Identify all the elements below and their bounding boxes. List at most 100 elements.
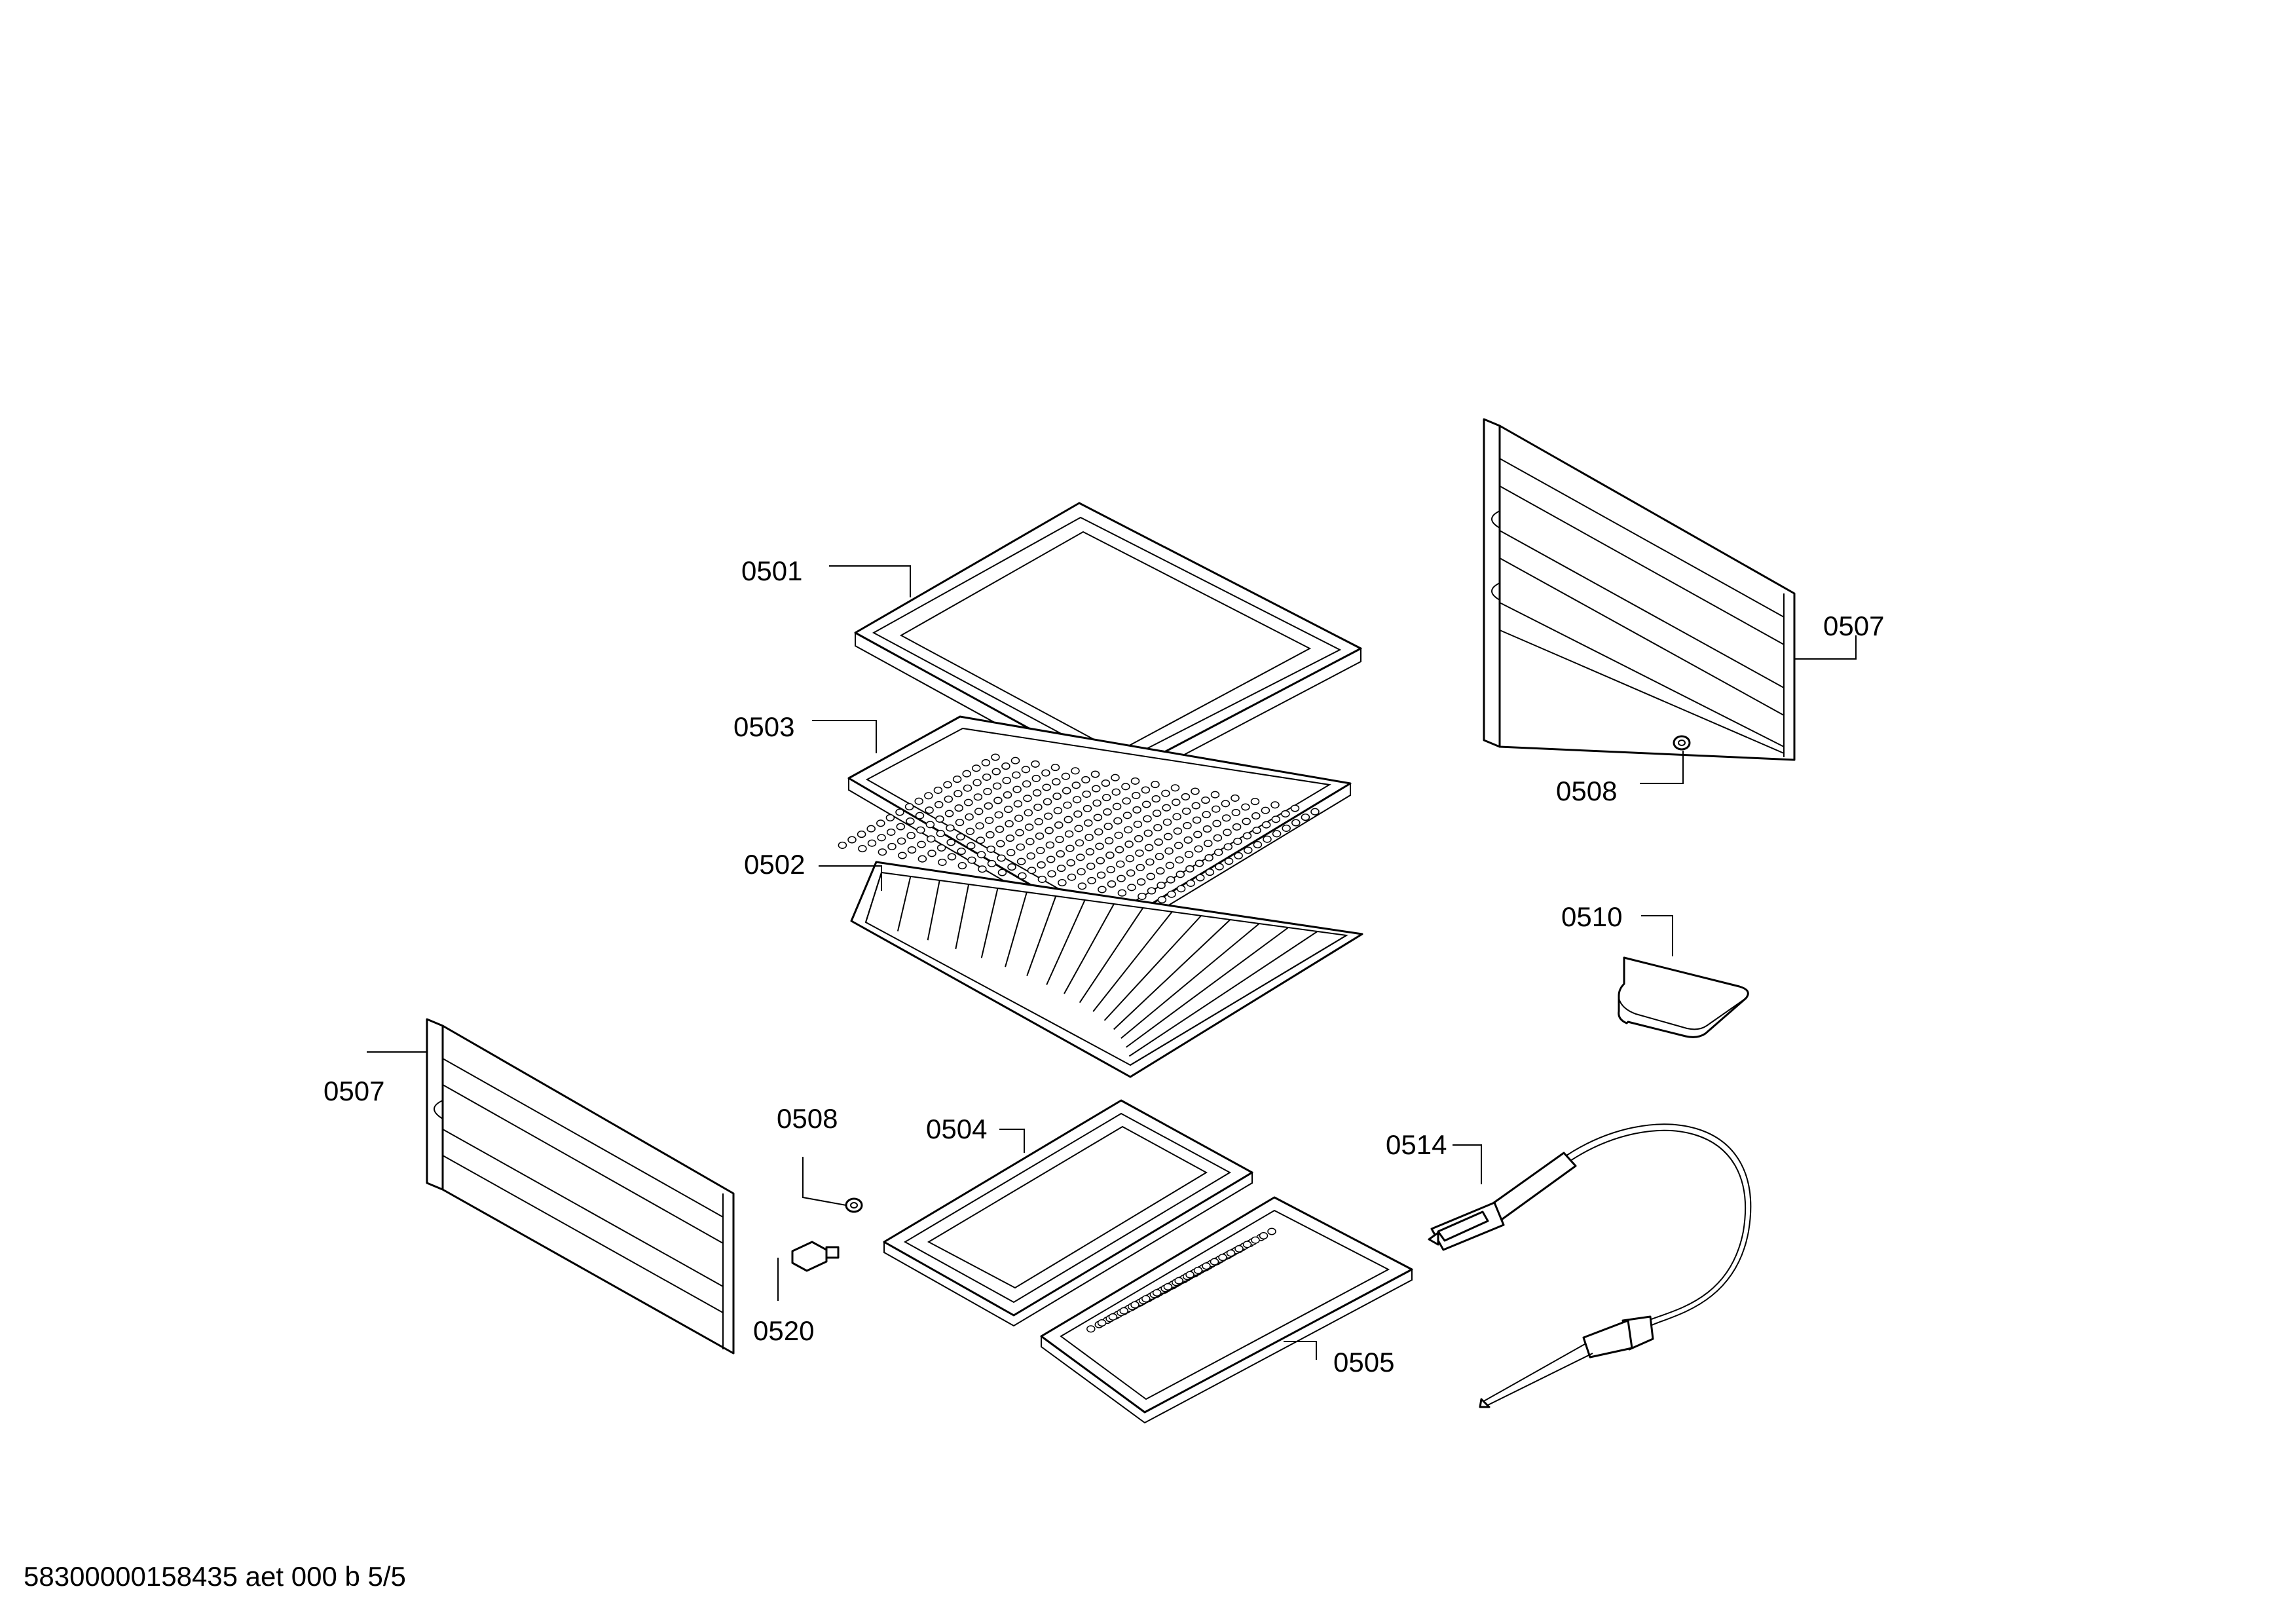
- hole: [964, 798, 973, 806]
- hole: [1221, 814, 1231, 822]
- hole: [1037, 875, 1047, 883]
- hole: [1065, 844, 1075, 852]
- hole: [1261, 821, 1271, 829]
- hole: [1234, 852, 1243, 859]
- hole: [1205, 869, 1215, 876]
- hole: [1172, 798, 1181, 806]
- bolt-part: [791, 1241, 840, 1272]
- hole: [1092, 785, 1101, 793]
- hole: [1126, 869, 1136, 877]
- hole: [1174, 1277, 1183, 1285]
- hole: [1232, 823, 1242, 831]
- hole: [1210, 791, 1220, 798]
- hole: [878, 848, 887, 856]
- hole: [1066, 859, 1075, 867]
- hole: [1251, 812, 1261, 820]
- hole: [1056, 865, 1066, 873]
- hole: [952, 776, 962, 783]
- hole: [976, 851, 986, 859]
- hole: [898, 852, 907, 859]
- hole: [1176, 871, 1185, 878]
- hole: [1281, 810, 1290, 817]
- hole: [1223, 829, 1232, 836]
- hole: [925, 806, 934, 814]
- hole: [957, 862, 967, 870]
- callout-label-0508-right: 0508: [1556, 776, 1617, 806]
- hole: [1026, 838, 1035, 846]
- hole: [1167, 890, 1176, 898]
- hole: [1162, 818, 1172, 826]
- hole: [1045, 827, 1054, 835]
- hole: [1033, 803, 1043, 811]
- hole: [1132, 806, 1141, 814]
- hole: [1212, 805, 1221, 813]
- hole: [1014, 814, 1024, 822]
- hole: [1103, 808, 1112, 816]
- hole: [967, 856, 976, 864]
- hole: [1152, 810, 1162, 817]
- hole: [1153, 824, 1162, 832]
- hole: [1061, 772, 1071, 780]
- hole: [1186, 879, 1195, 887]
- hole: [1166, 876, 1176, 884]
- hole: [1012, 785, 1022, 793]
- hole: [897, 837, 906, 845]
- hole: [1181, 807, 1191, 815]
- hole: [1174, 842, 1183, 850]
- hole: [1143, 829, 1153, 837]
- hole: [1034, 817, 1043, 825]
- hole: [1111, 788, 1121, 796]
- perforation-holes: [838, 753, 1320, 904]
- hole: [1054, 821, 1064, 829]
- hole: [1007, 863, 1016, 871]
- hole: [1085, 848, 1095, 855]
- grid-bar: [1103, 915, 1202, 1021]
- hole: [1084, 833, 1094, 841]
- hole: [1185, 865, 1194, 873]
- hole: [907, 846, 917, 854]
- hole: [1193, 831, 1202, 838]
- hole: [1084, 819, 1093, 827]
- hole: [906, 832, 916, 840]
- hole: [1122, 797, 1131, 805]
- hole: [991, 768, 1001, 776]
- hole: [1013, 800, 1023, 808]
- hole: [986, 831, 995, 838]
- hole: [1213, 834, 1223, 842]
- hole: [924, 792, 933, 800]
- hole: [1077, 882, 1087, 890]
- hole: [1117, 874, 1126, 882]
- hole: [1172, 813, 1181, 821]
- hole: [936, 844, 946, 852]
- hole: [1096, 871, 1106, 879]
- hole: [1144, 844, 1154, 852]
- small-tray-part: [883, 1099, 1253, 1327]
- hole: [1215, 863, 1224, 871]
- hole: [981, 759, 991, 766]
- hole: [1124, 826, 1133, 834]
- hole: [1183, 821, 1192, 829]
- hole: [1196, 874, 1205, 882]
- hole: [991, 753, 1000, 761]
- hole: [1231, 794, 1240, 802]
- hole: [1224, 857, 1234, 865]
- hole: [1052, 778, 1061, 786]
- hole: [992, 782, 1002, 790]
- hole: [1113, 817, 1122, 825]
- hole: [1001, 762, 1010, 770]
- hole: [1155, 853, 1164, 861]
- hole: [1077, 868, 1086, 876]
- hole: [1127, 884, 1136, 891]
- hole: [1103, 823, 1113, 831]
- hole: [1226, 1249, 1236, 1257]
- hole: [1005, 820, 1014, 828]
- hole: [1005, 835, 1015, 842]
- hole: [1218, 1254, 1227, 1262]
- hole: [1156, 867, 1165, 875]
- hole: [1194, 845, 1203, 853]
- hole: [1071, 781, 1081, 789]
- hole: [1002, 777, 1011, 785]
- hole: [1053, 807, 1063, 815]
- callout-label-0507-left: 0507: [324, 1076, 384, 1106]
